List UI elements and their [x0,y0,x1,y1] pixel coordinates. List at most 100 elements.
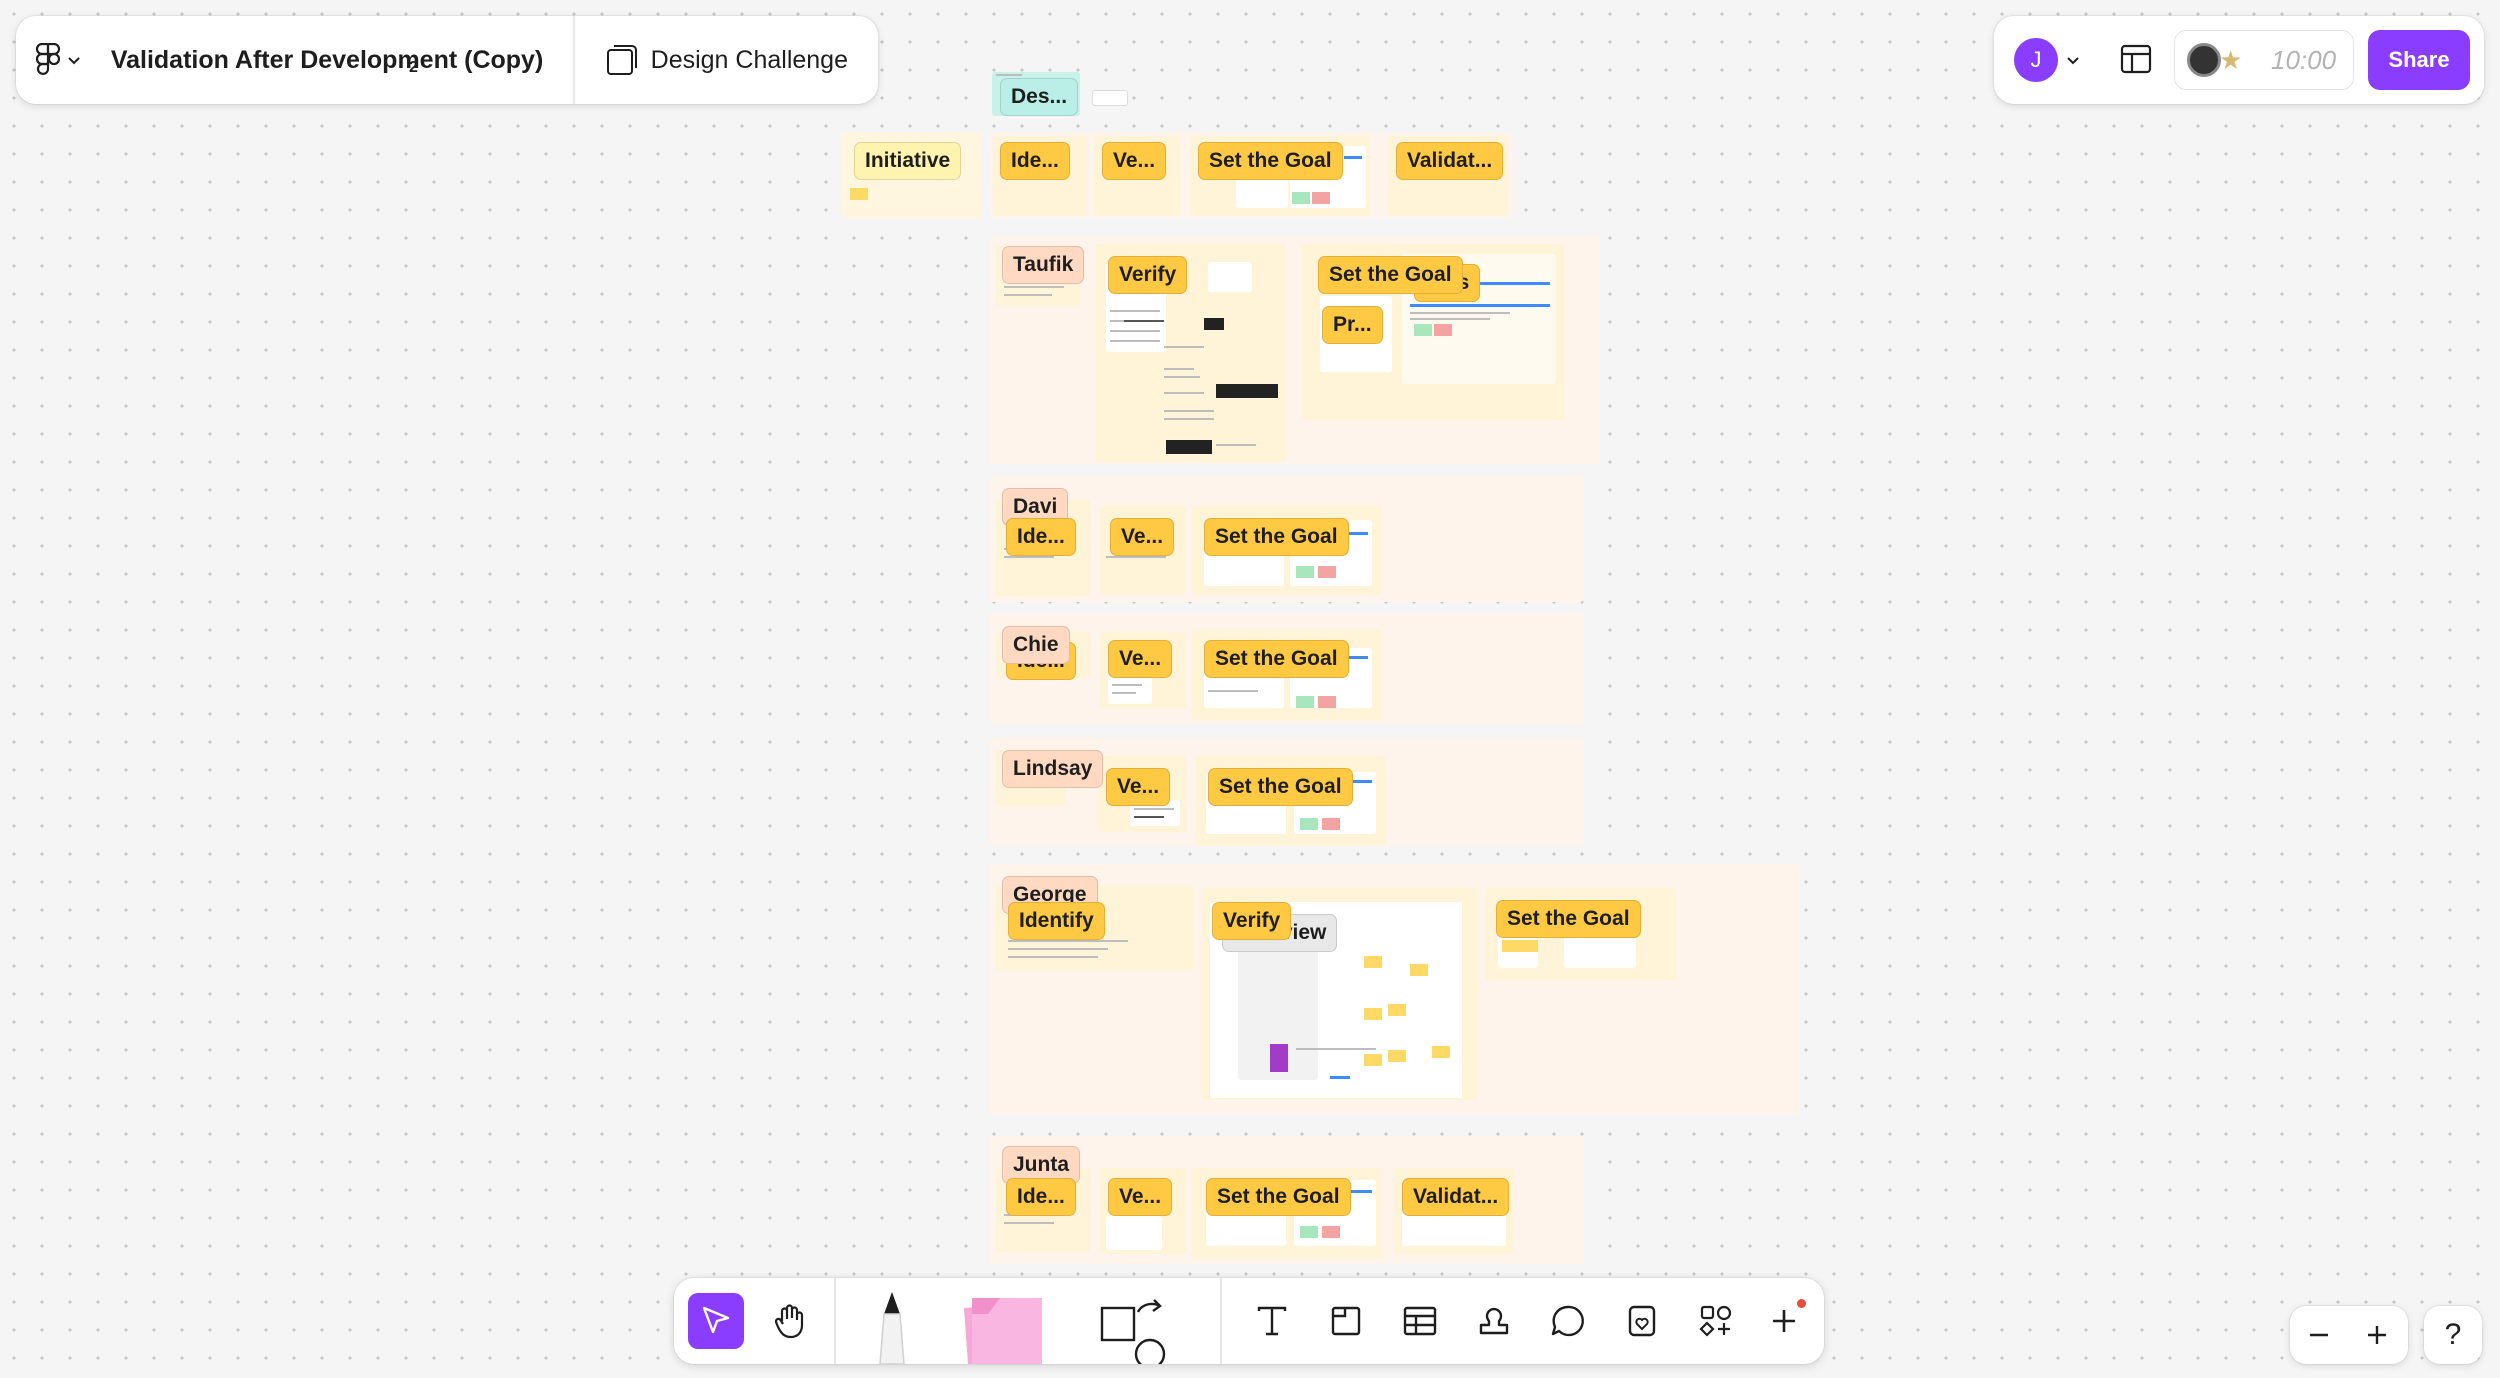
george-set-goal-label[interactable]: Set the Goal [1496,900,1641,938]
text-line [1110,310,1160,312]
layout-panel-icon[interactable] [2120,44,2152,74]
junta-validate-label[interactable]: Validat... [1402,1178,1510,1216]
sticky-note[interactable] [1322,1226,1340,1238]
chie-set-goal-label[interactable]: Set the Goal [1204,640,1349,678]
taufik-pr-label[interactable]: Pr... [1322,306,1383,344]
chevron-down-icon [68,57,81,65]
image-thumb[interactable] [1204,318,1224,330]
bottom-toolbar [674,1278,1824,1370]
timer-widget[interactable]: ★ 10:00 [2174,30,2354,90]
sticky-note[interactable] [1312,192,1330,204]
page-icon [606,45,637,75]
star-icon: ★ [2219,45,2243,75]
sticky-note[interactable] [1300,818,1318,830]
mini-card[interactable] [1092,90,1128,106]
more-tool-button[interactable] [1756,1293,1812,1349]
shapes-icon [1100,1299,1166,1370]
chie-name-label[interactable]: Chie [1002,626,1070,664]
sticky-note[interactable] [1502,940,1520,952]
junta-verify-label[interactable]: Ve... [1108,1178,1173,1216]
lindsay-name-label[interactable]: Lindsay [1002,750,1104,788]
sticky-note[interactable] [1364,1008,1382,1020]
text-line [1008,948,1108,950]
davi-identify-label[interactable]: Ide... [1006,518,1076,556]
sticky-note[interactable] [1318,696,1336,708]
shape-tool-button[interactable] [1098,1292,1168,1370]
text-line [1110,340,1160,342]
sticky-note[interactable] [850,188,868,200]
text-line [996,74,1022,76]
sticky-note-tool-button[interactable] [958,1292,1054,1364]
sticky-note[interactable] [1410,964,1428,976]
progress-line [1350,780,1372,783]
main-menu-button[interactable] [16,16,101,104]
table-tool-button[interactable] [1392,1293,1448,1349]
taufik-name-label[interactable]: Taufik [1002,246,1085,284]
text-line [1004,294,1052,296]
sticky-note[interactable] [1434,324,1452,336]
text-line [1164,376,1200,378]
file-title[interactable]: Validation After Development (Copy) [110,45,544,74]
taufik-set-goal-label[interactable]: Set the Goal [1318,256,1463,294]
george-identify-label[interactable]: Identify [1008,902,1105,940]
taufik-verify-label[interactable]: Verify [1108,256,1188,294]
davi-verify-label[interactable]: Ve... [1110,518,1175,556]
sticky-note[interactable] [1388,1050,1406,1062]
lindsay-verify-label[interactable]: Ve... [1106,768,1171,806]
davi-set-goal-label[interactable]: Set the Goal [1204,518,1349,556]
component-tool-button[interactable] [1688,1293,1744,1349]
hand-tool-button[interactable] [762,1293,818,1349]
initiative-label[interactable]: Initiative [854,142,962,180]
sticky-note[interactable] [1292,192,1310,204]
help-button[interactable]: ? [2424,1306,2482,1364]
sticky-note[interactable] [1296,696,1314,708]
sticky-note[interactable] [1388,1004,1406,1016]
code-block[interactable] [1166,440,1212,454]
sticky-note[interactable] [1300,1226,1318,1238]
sticky-note[interactable] [1322,818,1340,830]
junta-name-label[interactable]: Junta [1002,1146,1081,1184]
verify-doc-card[interactable] [1106,1216,1162,1250]
share-button[interactable]: Share [2368,30,2470,90]
divider [573,16,575,104]
sticky-note[interactable] [1432,1046,1450,1058]
section-tool-button[interactable] [1318,1293,1374,1349]
text-line [1296,1048,1376,1050]
stamp-tool-button[interactable] [1466,1293,1522,1349]
widget-tool-button[interactable] [1614,1293,1670,1349]
image-thumb[interactable] [1270,1044,1288,1072]
lindsay-set-goal-label[interactable]: Set the Goal [1208,768,1353,806]
sticky-note[interactable] [1318,566,1336,578]
stage-label-identify[interactable]: Ide... [1000,142,1070,180]
sticky-note[interactable] [1414,324,1432,336]
comment-tool-button[interactable] [1540,1293,1596,1349]
sticky-note[interactable] [1364,1054,1382,1066]
code-block[interactable] [1216,384,1278,398]
sticky-note[interactable] [1520,940,1538,952]
avatar[interactable]: J [2014,38,2058,82]
verify-doc-card[interactable] [1108,676,1152,704]
section-label-top[interactable]: Des... [1000,78,1079,116]
text-tool-button[interactable] [1244,1293,1300,1349]
page-selector[interactable]: 2 Design Challenge [409,43,878,77]
sticky-note[interactable] [1364,956,1382,968]
pen-tool-button[interactable] [870,1288,914,1365]
stage-label-set-goal[interactable]: Set the Goal [1198,142,1343,180]
stage-label-verify[interactable]: Ve... [1102,142,1167,180]
zoom-in-button[interactable] [2356,1314,2398,1356]
junta-identify-label[interactable]: Ide... [1006,1178,1076,1216]
move-tool-button[interactable] [688,1293,744,1349]
stage-label-validate[interactable]: Validat... [1396,142,1504,180]
zoom-out-button[interactable] [2298,1314,2340,1356]
verify-doc-card[interactable] [1208,262,1252,292]
junta-set-goal-label[interactable]: Set the Goal [1206,1178,1351,1216]
chie-verify-label[interactable]: Ve... [1108,640,1173,678]
progress-line [1350,1190,1372,1193]
sticky-note[interactable] [1296,566,1314,578]
george-verify-label[interactable]: Verify [1212,902,1292,940]
figma-logo-icon [36,43,61,75]
minus-icon [2310,1333,2328,1337]
page-name: Design Challenge [650,45,848,74]
chevron-down-icon[interactable] [2066,55,2080,65]
